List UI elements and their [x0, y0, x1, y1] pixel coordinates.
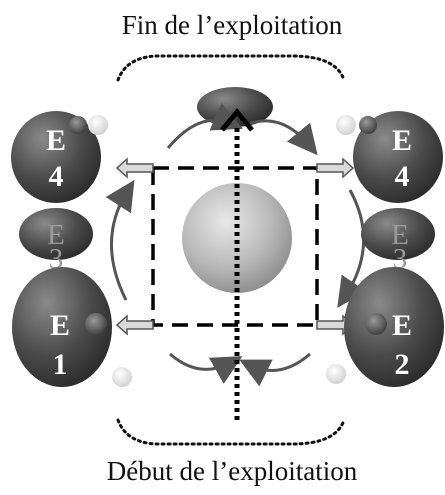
block-arrow-left-top	[117, 159, 153, 177]
label-e4-left-letter: E	[46, 124, 66, 157]
label-e1-left-letter: E	[50, 309, 70, 342]
top-dotted-bracket	[118, 56, 344, 80]
small-ball-e4-right	[336, 115, 356, 135]
small-ball-e4-left-dark	[69, 116, 87, 134]
top-caption: Fin de l’exploitation	[122, 10, 343, 40]
bottom-caption: Début de l’exploitation	[107, 456, 358, 486]
small-ball-e4-right-dark	[359, 116, 377, 134]
curved-arrow-top-right	[248, 121, 310, 146]
label-e4-left-number: 4	[49, 160, 64, 193]
label-e4-right-number: 4	[395, 160, 410, 193]
label-e4-right-letter: E	[392, 124, 412, 157]
small-ball-e2-right	[326, 364, 346, 384]
block-arrow-right-top	[317, 159, 353, 177]
block-arrow-left-bottom	[117, 316, 153, 334]
bottom-dotted-bracket	[118, 420, 344, 444]
label-e2-right-number: 2	[395, 348, 410, 381]
small-ball-e2-right-dark	[365, 313, 387, 335]
small-ball-e1-left-dark	[85, 313, 107, 335]
label-e2-right-letter: E	[392, 309, 412, 342]
curved-arrow-left	[111, 190, 128, 300]
curved-arrow-right	[344, 190, 364, 298]
small-ball-e4-left	[88, 115, 108, 135]
curved-arrow-bottom-left	[170, 354, 232, 369]
central-sphere	[182, 183, 292, 293]
curved-arrow-bottom-right	[250, 354, 310, 370]
small-ball-e1-left	[112, 367, 132, 387]
label-e1-left-number: 1	[53, 348, 68, 381]
